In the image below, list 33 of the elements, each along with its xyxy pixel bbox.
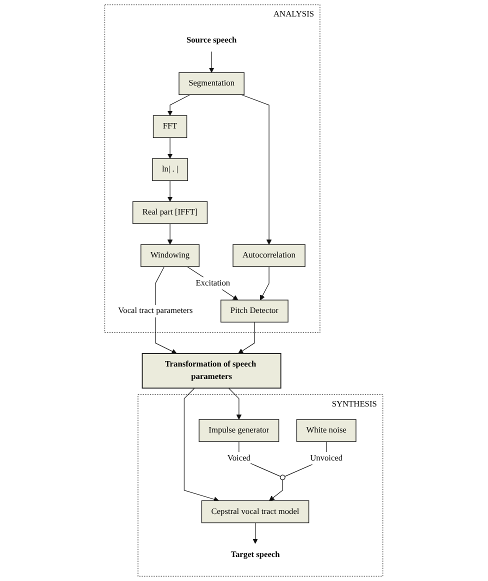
node-box: Autocorrelation xyxy=(232,244,306,267)
node-box: Cepstral vocal tract model xyxy=(202,500,310,524)
node-switch xyxy=(280,474,286,480)
node-box: Pitch Detector xyxy=(220,300,289,322)
edge-label: Voiced xyxy=(228,454,251,463)
arrow xyxy=(168,223,173,245)
node-box: Impulse generator xyxy=(198,419,280,442)
arrow xyxy=(184,388,220,502)
arrow xyxy=(238,322,255,354)
edge-label: Vocal tract parameters xyxy=(118,306,193,316)
node-text: Source speech xyxy=(186,36,237,46)
connector xyxy=(238,441,281,477)
node-box: Real part [IFFT] xyxy=(132,201,208,224)
arrow xyxy=(155,266,177,354)
node-box: Windowing xyxy=(140,244,200,267)
arrow xyxy=(168,180,173,202)
node-text: Target speech xyxy=(230,550,280,560)
node-box: ln| . | xyxy=(152,158,188,181)
edge-label: Unvoiced xyxy=(310,454,343,463)
arrow xyxy=(168,137,173,159)
arrow xyxy=(269,480,284,501)
arrow xyxy=(186,266,238,300)
node-box: FFT xyxy=(153,115,188,138)
node-box: White noise xyxy=(296,419,356,442)
arrow xyxy=(252,522,258,544)
edge-label: Excitation xyxy=(196,278,230,288)
arrow xyxy=(260,266,270,300)
arrow xyxy=(209,51,214,73)
arrow xyxy=(240,94,272,245)
node-box: Segmentation xyxy=(178,72,245,95)
node-box: Transformation of speech parameters xyxy=(142,353,282,389)
arrow xyxy=(228,388,242,420)
arrow xyxy=(168,94,191,116)
